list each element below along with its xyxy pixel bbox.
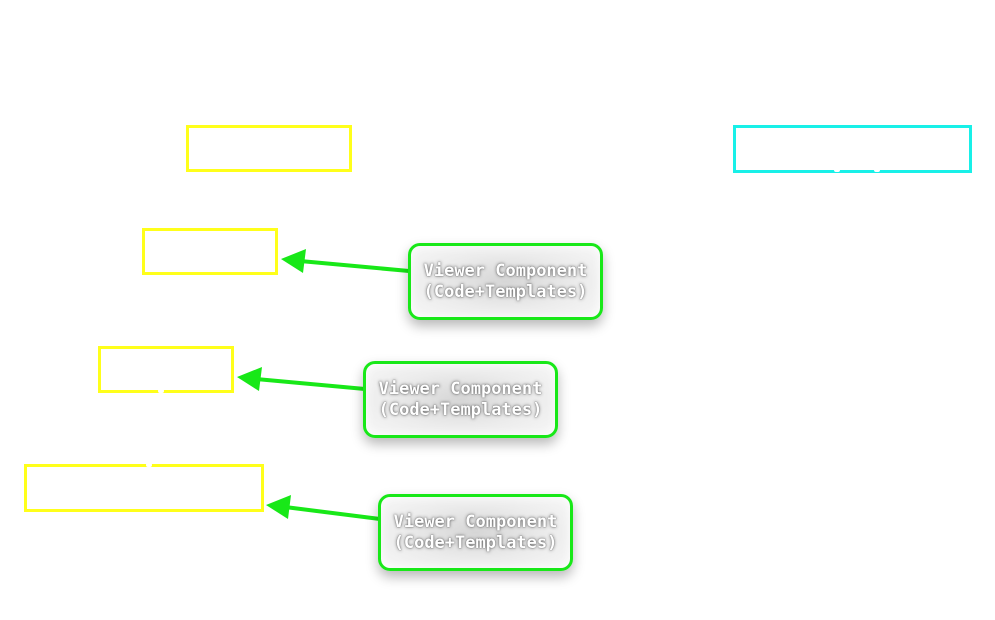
viewer-component-subtitle: (Code+Templates) <box>423 281 588 302</box>
viewer-component-3: Viewer Component (Code+Templates) <box>378 494 573 571</box>
yellow-box-edge-speck <box>146 463 152 467</box>
viewer-component-title: Viewer Component <box>378 378 543 399</box>
arrow-3 <box>266 495 381 521</box>
yellow-box-edge-speck <box>158 389 164 393</box>
viewer-component-1: Viewer Component (Code+Templates) <box>408 243 603 320</box>
arrowhead-2 <box>237 367 262 391</box>
arrowhead-1 <box>281 249 306 273</box>
viewer-component-title: Viewer Component <box>423 260 588 281</box>
top-cyan-box <box>733 125 972 173</box>
yellow-box-2 <box>98 346 234 393</box>
viewer-component-title: Viewer Component <box>393 511 558 532</box>
top-yellow-box <box>186 125 352 172</box>
cyan-box-edge-speck <box>834 168 840 172</box>
yellow-box-3 <box>24 464 264 512</box>
arrow-2 <box>237 367 366 391</box>
arrowhead-3 <box>266 495 291 519</box>
viewer-component-subtitle: (Code+Templates) <box>393 532 558 553</box>
viewer-component-subtitle: (Code+Templates) <box>378 399 543 420</box>
arrow-1 <box>281 249 410 273</box>
yellow-box-1 <box>142 228 278 275</box>
cyan-box-edge-speck <box>874 168 880 172</box>
viewer-component-2: Viewer Component (Code+Templates) <box>363 361 558 438</box>
